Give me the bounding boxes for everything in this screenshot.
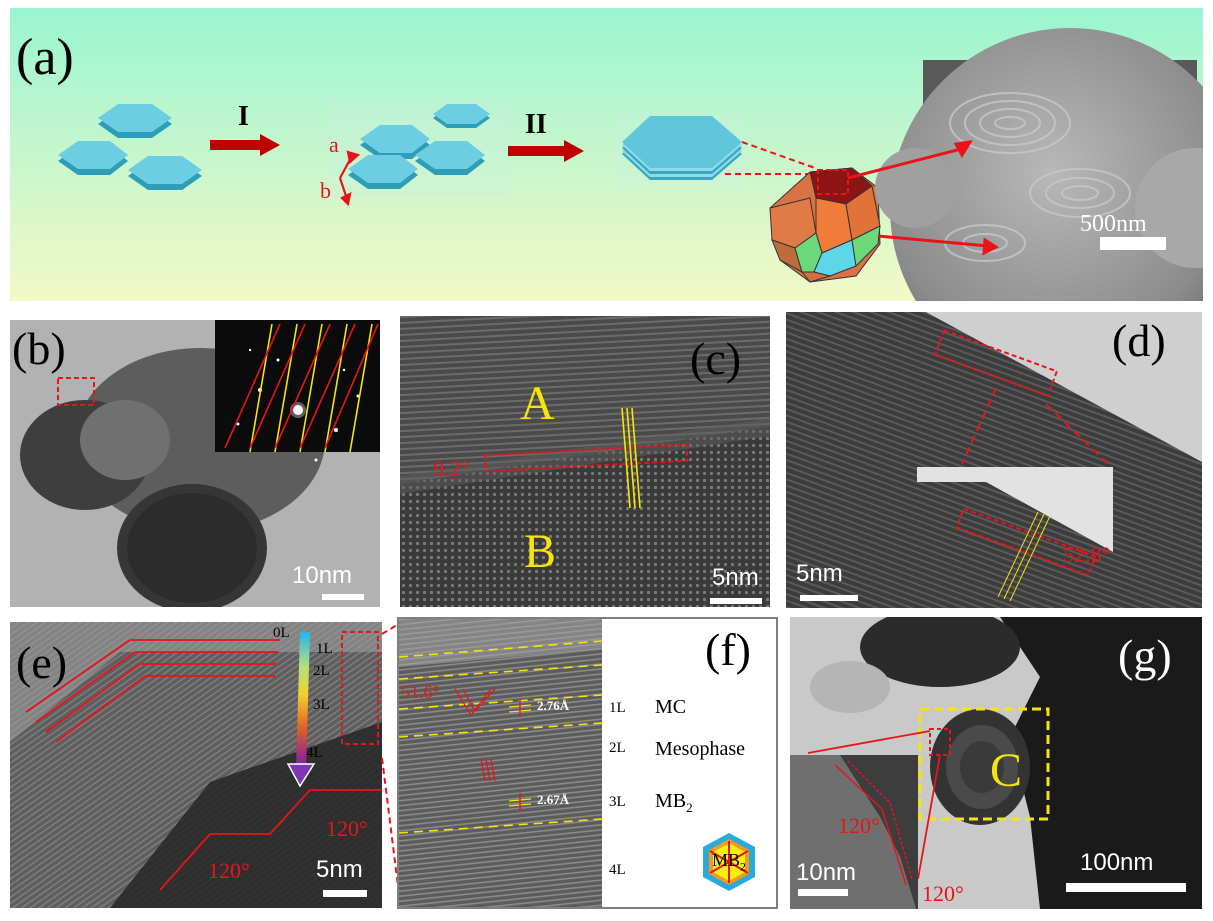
panel-a-label: (a) <box>16 29 74 86</box>
layer-0l-label: 0L <box>273 625 290 641</box>
hex-plates-separate <box>58 104 202 190</box>
axis-a-label: a <box>329 132 339 157</box>
sem-image <box>875 28 1203 301</box>
panel-c-label: (c) <box>690 333 742 384</box>
layer-3l: 3L <box>609 794 626 810</box>
layer-1l: 1L <box>609 700 626 716</box>
scale-bar-label: 5nm <box>316 856 363 883</box>
scale-bar-label: 10nm <box>292 562 353 589</box>
region-b-label: B <box>524 525 557 578</box>
layer-3l-name: MB2 <box>655 790 693 815</box>
arrow-step-2 <box>508 140 584 162</box>
panel-a: (a) I II a b 500nm <box>10 8 1203 301</box>
axis-arrows <box>338 150 361 207</box>
angle-label: 51.6° <box>401 682 440 702</box>
angle-label-1: 120° <box>326 816 368 841</box>
arrow-step-1 <box>210 134 280 156</box>
scale-bar-label: 500nm <box>1080 211 1147 237</box>
scale-bar-label: 100nm <box>1080 849 1154 876</box>
panel-g-label: (g) <box>1118 630 1172 681</box>
layer-2l-label: 2L <box>313 663 330 679</box>
layer-4l-label: 4L <box>306 745 323 761</box>
stacked-hex-plate <box>622 116 742 180</box>
tem-image-c <box>400 316 770 607</box>
panel-d-label: (d) <box>1112 315 1166 366</box>
scale-bar-label: 5nm <box>796 560 843 587</box>
angle-label: 120° <box>922 881 964 906</box>
layer-1l-label: 1L <box>316 641 333 657</box>
panel-b: (b) 10nm <box>10 320 380 607</box>
inset-scale-bar-label: 10nm <box>796 859 857 886</box>
core-shell-hexagon <box>703 833 755 891</box>
panel-b-label: (b) <box>12 323 66 374</box>
layer-2l: 2L <box>609 740 626 756</box>
step-2-label: II <box>525 109 547 140</box>
layer-4l: 4L <box>609 862 626 878</box>
tem-image-d <box>786 312 1202 608</box>
angle-label: 52.8° <box>1063 542 1111 567</box>
panel-g: (g) C 120° 120° 10nm 100nm <box>790 617 1202 909</box>
axis-b-label: b <box>320 178 331 203</box>
angle-label-2: 120° <box>208 858 250 883</box>
panel-f: (f) 51.6° 2.76Å 2.67Å 1L MC 2L Mesophase… <box>397 617 778 909</box>
panel-f-label: (f) <box>705 624 751 675</box>
panel-e: (e) 0L 1L 2L 3L 4L 120° 120° 5nm <box>10 622 382 908</box>
hex-plates-attached <box>348 104 490 189</box>
tem-image-e <box>10 622 382 908</box>
inset-angle-label: 120° <box>838 813 880 838</box>
tem-image-f <box>399 619 755 907</box>
spacing-1-label: 2.76Å <box>537 698 570 713</box>
scale-bar-label: 5nm <box>712 564 759 591</box>
tem-image-b <box>10 320 380 607</box>
region-c-label: C <box>990 744 1023 797</box>
polyhedron-particle <box>769 167 881 283</box>
region-a-label: A <box>520 377 555 430</box>
panel-c: (c) A B 9.2° 5nm <box>400 316 770 607</box>
hexagon-label: MB2 <box>712 850 747 874</box>
layer-1l-name: MC <box>655 696 687 718</box>
step-1-label: I <box>238 101 249 132</box>
panel-e-label: (e) <box>16 637 68 688</box>
schematic-diagram <box>10 8 1203 301</box>
tem-image-g <box>790 617 1202 909</box>
panel-d: (d) 52.8° 5nm <box>786 312 1202 608</box>
layer-3l-label: 3L <box>313 697 330 713</box>
layer-2l-name: Mesophase <box>655 738 745 760</box>
spacing-2-label: 2.67Å <box>537 792 570 807</box>
angle-label: 9.2° <box>433 456 470 481</box>
